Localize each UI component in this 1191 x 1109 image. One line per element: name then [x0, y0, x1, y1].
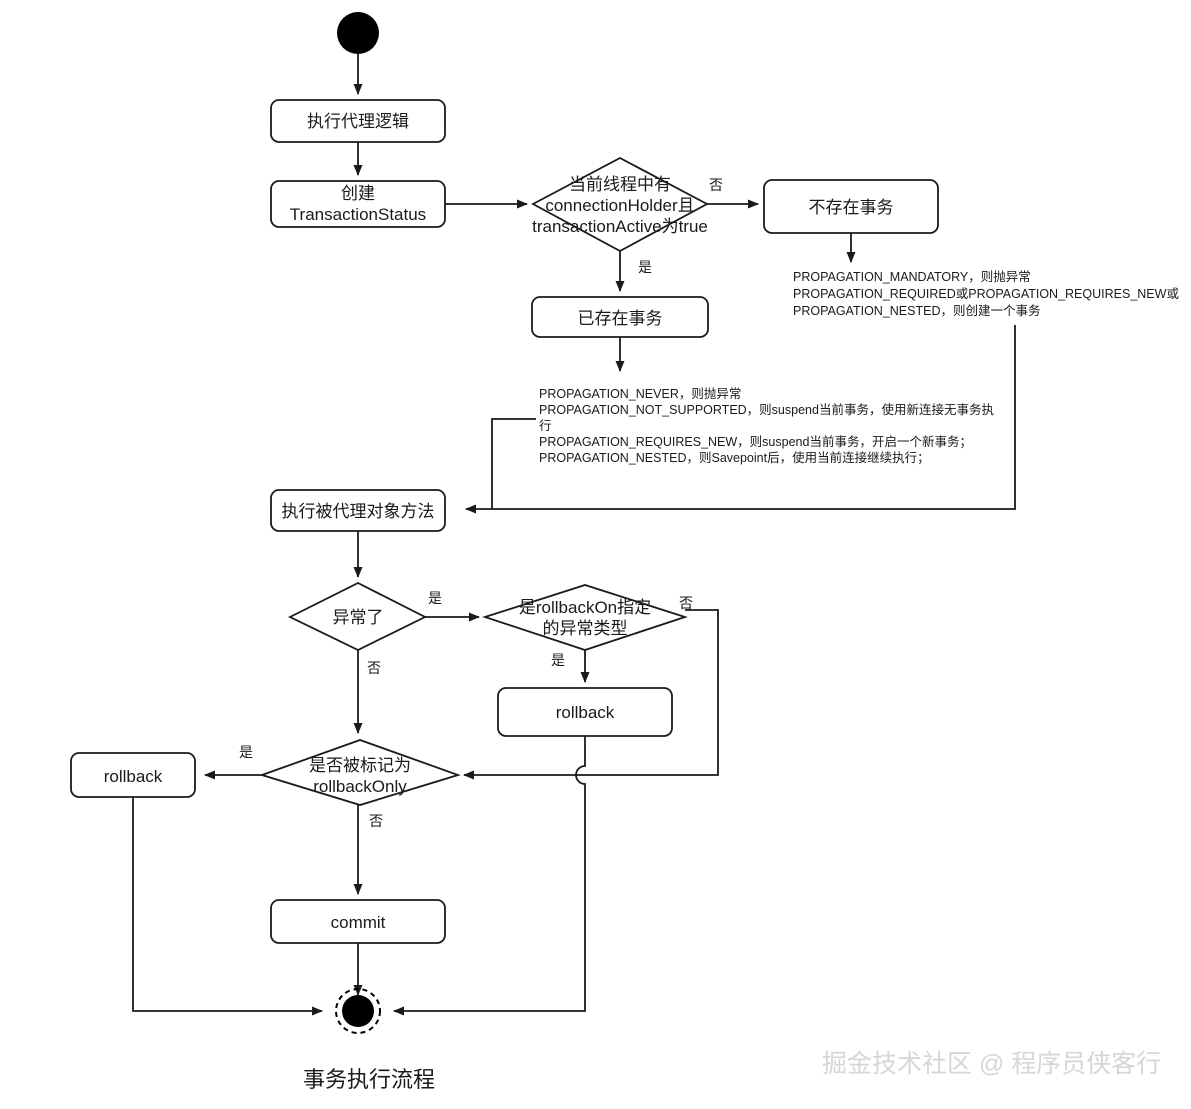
node-rollback-left-label: rollback: [104, 767, 163, 786]
decision-rollbackon-line1: 是rollbackOn指定: [519, 598, 651, 617]
node-create-status-line1: 创建: [341, 184, 375, 203]
label-exception-no: 否: [367, 660, 381, 676]
decision-exception-label: 异常了: [333, 608, 384, 627]
node-proxy-logic[interactable]: 执行代理逻辑: [270, 99, 446, 143]
edge-rollback-left-to-end: [132, 797, 323, 1016]
node-rollback-right[interactable]: rollback: [497, 687, 673, 737]
decision-thread-line2: connectionHolder且: [545, 196, 694, 215]
node-commit[interactable]: commit: [270, 899, 446, 944]
node-create-status-line2: TransactionStatus: [290, 205, 426, 224]
end-node: [335, 988, 381, 1034]
note-hastx-line-3: 行: [539, 419, 552, 433]
note-hastx-line-1: PROPAGATION_NEVER，则抛异常: [539, 386, 741, 401]
note-notx-line-2: PROPAGATION_REQUIRED或PROPAGATION_REQUIRE…: [793, 287, 1179, 301]
node-has-transaction[interactable]: 已存在事务: [531, 296, 709, 338]
label-rollbackon-yes: 是: [551, 652, 565, 668]
node-no-transaction-label: 不存在事务: [809, 198, 894, 217]
label-thread-yes: 是: [638, 259, 652, 275]
decision-is-rollback-on-type[interactable]: 是rollbackOn指定 的异常类型: [482, 584, 688, 651]
node-proxy-logic-label: 执行代理逻辑: [307, 112, 409, 131]
label-rollbackonly-yes: 是: [239, 744, 253, 760]
node-commit-label: commit: [331, 913, 386, 932]
start-node: [337, 12, 379, 54]
node-create-transaction-status[interactable]: 创建 TransactionStatus: [270, 180, 446, 228]
decision-thread-line1: 当前线程中有: [569, 175, 671, 194]
node-invoke-target-label: 执行被代理对象方法: [282, 502, 435, 521]
note-notx-line-3: PROPAGATION_NESTED，则创建一个事务: [793, 303, 1040, 318]
edge-hastx-note-to-invoke: [491, 418, 536, 509]
edges: [132, 54, 1016, 1016]
label-rollbackonly-no: 否: [369, 813, 383, 829]
edge-rollbackon-no: [463, 609, 719, 780]
watermark: 掘金技术社区 @ 程序员侠客行: [822, 1050, 1161, 1078]
edge-rollback-right-to-end: [393, 736, 586, 1016]
decision-rollbackonly-line1: 是否被标记为: [309, 756, 411, 775]
note-hastx-line-4: PROPAGATION_REQUIRES_NEW，则suspend当前事务，开启…: [539, 434, 972, 449]
node-rollback-right-label: rollback: [556, 703, 615, 722]
decision-thread-has-connection-holder[interactable]: 当前线程中有 connectionHolder且 transactionActi…: [531, 156, 709, 253]
edge-notx-note-to-invoke: [465, 325, 1016, 514]
node-no-transaction[interactable]: 不存在事务: [763, 179, 939, 234]
note-has-transaction: PROPAGATION_NEVER，则抛异常 PROPAGATION_NOT_S…: [539, 386, 994, 465]
diagram-title: 事务执行流程: [303, 1067, 435, 1092]
decision-rollbackonly-line2: rollbackOnly: [313, 777, 407, 796]
note-no-transaction: PROPAGATION_MANDATORY，则抛异常 PROPAGATION_R…: [793, 269, 1179, 318]
node-has-transaction-label: 已存在事务: [578, 309, 663, 328]
decision-thread-line3: transactionActive为true: [532, 217, 708, 236]
decision-rollbackon-line2: 的异常类型: [543, 619, 628, 638]
note-hastx-line-2: PROPAGATION_NOT_SUPPORTED，则suspend当前事务，使…: [539, 402, 994, 417]
label-thread-no: 否: [709, 177, 723, 193]
label-rollbackon-no: 否: [679, 595, 693, 611]
node-invoke-target-method[interactable]: 执行被代理对象方法: [270, 489, 446, 532]
note-notx-line-1: PROPAGATION_MANDATORY，则抛异常: [793, 269, 1031, 284]
node-rollback-left[interactable]: rollback: [70, 752, 196, 798]
decision-marked-rollback-only[interactable]: 是否被标记为 rollbackOnly: [259, 739, 461, 806]
decision-exception-occurred[interactable]: 异常了: [287, 581, 428, 652]
edge-labels: 否 是 是 否 是 否 是 否: [239, 177, 723, 829]
note-hastx-line-5: PROPAGATION_NESTED，则Savepoint后，使用当前连接继续执…: [539, 450, 930, 465]
label-exception-yes: 是: [428, 590, 442, 606]
